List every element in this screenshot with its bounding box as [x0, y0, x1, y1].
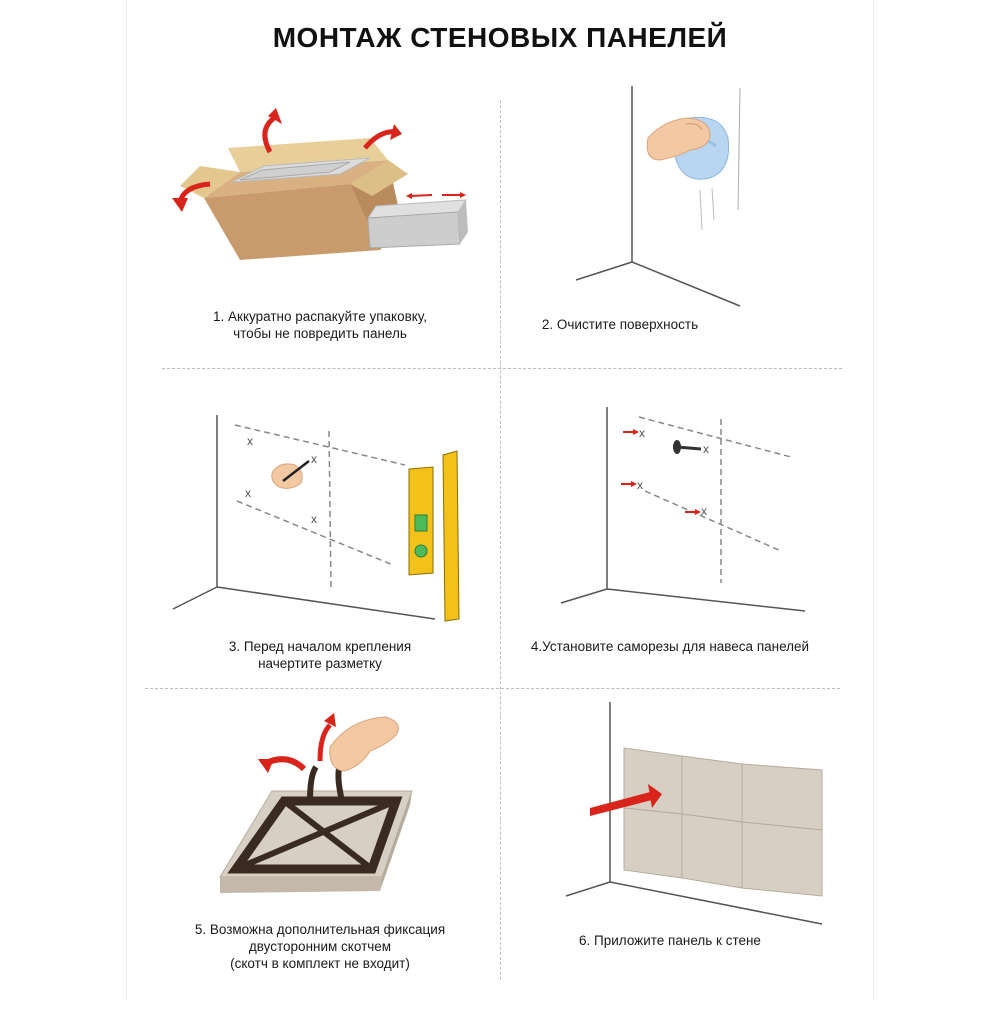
svg-text:x: x	[311, 512, 317, 526]
svg-text:x: x	[701, 504, 707, 518]
step-5-caption: 5. Возможна дополнительная фиксация двус…	[194, 922, 446, 971]
svg-text:x: x	[703, 442, 709, 456]
step-6-illustration	[560, 700, 920, 1020]
step-4-caption: 4.Установите саморезы для навеса панелей	[530, 639, 810, 654]
svg-text:x: x	[245, 486, 251, 500]
svg-text:x: x	[639, 426, 645, 440]
step-1-caption: 1. Аккуратно распакуйте упаковку, чтобы …	[213, 309, 427, 341]
svg-text:x: x	[247, 434, 253, 448]
wall-panels-icon	[565, 702, 823, 925]
adhesive-tape-icon	[219, 713, 413, 893]
cleaning-hand-icon	[575, 86, 741, 307]
step-1-illustration	[140, 100, 500, 420]
page-title: МОНТАЖ СТЕНОВЫХ ПАНЕЛЕЙ	[272, 22, 728, 53]
step-2-illustration	[560, 80, 920, 400]
screws-icon: x x x x	[560, 407, 806, 612]
page-frame	[126, 0, 874, 1000]
step-2-caption: 2. Очистите поверхность	[541, 317, 699, 332]
open-box-icon	[172, 108, 468, 260]
svg-text:x: x	[637, 478, 643, 492]
step-4-illustration: x x x x	[555, 405, 915, 725]
step-3-caption: 3. Перед началом крепления начертите раз…	[228, 639, 412, 671]
step-6-caption: 6. Приложите панель к стене	[579, 933, 761, 948]
horizontal-divider-2	[145, 688, 840, 689]
svg-text:x: x	[311, 452, 317, 466]
step-3-illustration: x x x x	[165, 405, 525, 725]
horizontal-divider-1	[162, 368, 842, 369]
marking-level-icon: x x x x	[172, 415, 460, 622]
vertical-divider	[500, 100, 501, 980]
step-5-illustration	[200, 705, 560, 1025]
